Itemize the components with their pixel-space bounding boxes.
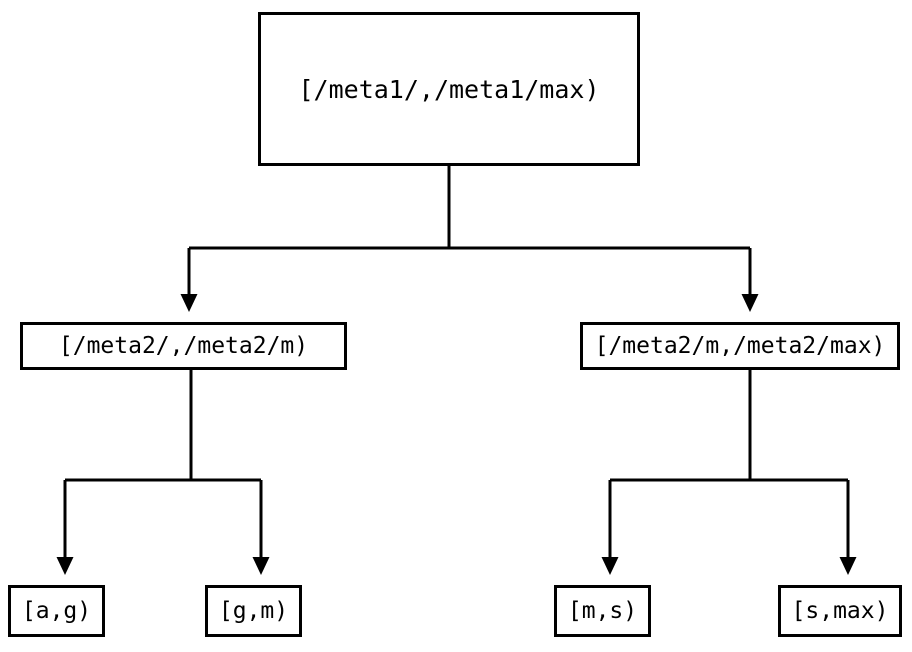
node-mid-right[interactable]: [/meta2/m,/meta2/max) (580, 322, 900, 370)
arrowhead-down-icon (180, 294, 198, 312)
arrowhead-down-icon (252, 557, 270, 575)
edge-midleft-to-leaves-group (56, 370, 270, 575)
node-leaf-a-g-label: [a,g) (21, 597, 92, 624)
edge-root-to-mid-group (180, 166, 759, 312)
node-leaf-m-s-label: [m,s) (567, 597, 638, 624)
node-leaf-a-g[interactable]: [a,g) (8, 585, 105, 637)
node-root[interactable]: [/meta1/,/meta1/max) (258, 12, 640, 166)
node-leaf-s-max[interactable]: [s,max) (778, 585, 902, 637)
arrowhead-down-icon (741, 294, 759, 312)
node-root-label: [/meta1/,/meta1/max) (298, 74, 600, 104)
arrowhead-down-icon (601, 557, 619, 575)
node-leaf-s-max-label: [s,max) (791, 597, 889, 624)
arrowhead-down-icon (56, 557, 74, 575)
edge-midright-to-leaves-group (601, 370, 857, 575)
node-leaf-g-m[interactable]: [g,m) (205, 585, 302, 637)
arrowhead-down-icon (839, 557, 857, 575)
node-mid-left-label: [/meta2/,/meta2/m) (58, 332, 309, 359)
node-leaf-g-m-label: [g,m) (218, 597, 289, 624)
node-mid-left[interactable]: [/meta2/,/meta2/m) (20, 322, 347, 370)
node-mid-right-label: [/meta2/m,/meta2/max) (594, 332, 886, 359)
node-leaf-m-s[interactable]: [m,s) (554, 585, 651, 637)
